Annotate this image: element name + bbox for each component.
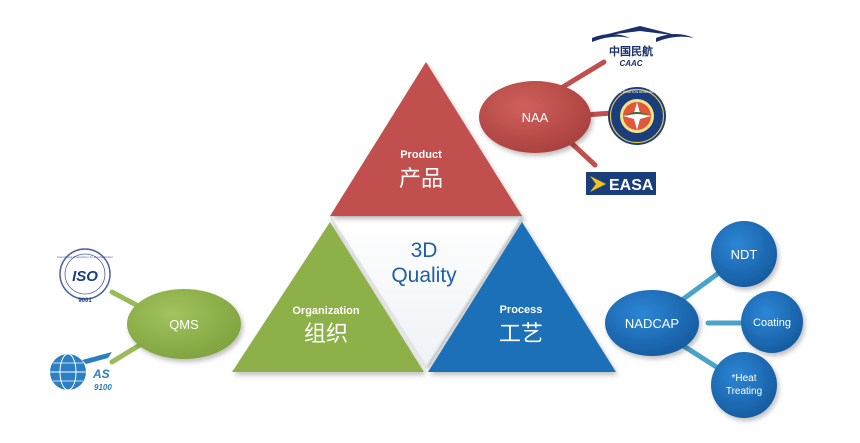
process-triangle (428, 222, 616, 372)
qms-label: QMS (169, 317, 199, 332)
line-nadcap-heat (679, 342, 721, 371)
qms-node (127, 289, 241, 359)
faa-seal-icon: FEDERAL AVIATION ADMINISTRATION (606, 87, 668, 145)
organization-triangle (232, 222, 424, 372)
iso-ring-text: International Organization for Standardi… (57, 255, 114, 259)
organization-label-en: Organization (292, 305, 360, 317)
product-label-zh: 产品 (399, 166, 443, 191)
heat-treating-label-line1: *Heat (731, 373, 756, 384)
iso-number: 9001 (78, 298, 92, 304)
caac-wings-icon (592, 26, 694, 42)
caac-logo: 中国民航 CAAC (592, 26, 694, 68)
triangles (232, 62, 616, 372)
caac-english-text: CAAC (619, 59, 642, 68)
as-text: AS (92, 367, 110, 381)
process-label-zh: 工艺 (499, 321, 543, 346)
line-nadcap-ndt (679, 269, 723, 303)
process-label-en: Process (500, 304, 543, 316)
organization-label-zh: 组织 (304, 321, 348, 346)
easa-logo-icon (586, 172, 656, 195)
nadcap-label: NADCAP (625, 316, 679, 331)
nadcap-node (605, 290, 699, 356)
iso-badge-icon: International Organization for Standardi… (57, 248, 114, 304)
caac-chinese-text: 中国民航 (609, 44, 653, 58)
ndt-label: NDT (731, 247, 758, 262)
product-triangle (330, 62, 522, 216)
naa-label: NAA (522, 110, 549, 125)
as-number: 9100 (94, 383, 112, 392)
naa-node (479, 81, 591, 153)
as9100-globe-icon: AS 9100 (50, 352, 112, 392)
easa-text: EASA (609, 177, 654, 194)
ndt-node (711, 221, 777, 287)
product-label-en: Product (400, 149, 442, 161)
line-naa-easa (565, 137, 598, 168)
center-label-line2: Quality (391, 264, 457, 287)
heat-treating-label-line2: Treating (726, 386, 762, 397)
heat-treating-node (711, 352, 777, 418)
coating-label: Coating (753, 317, 791, 329)
easa-logo: EASA (586, 172, 656, 195)
iso-text: ISO (72, 268, 98, 285)
faa-ring-text: FEDERAL AVIATION ADMINISTRATION (606, 90, 668, 94)
coating-node (741, 291, 803, 353)
center-label-line1: 3D (411, 239, 438, 262)
